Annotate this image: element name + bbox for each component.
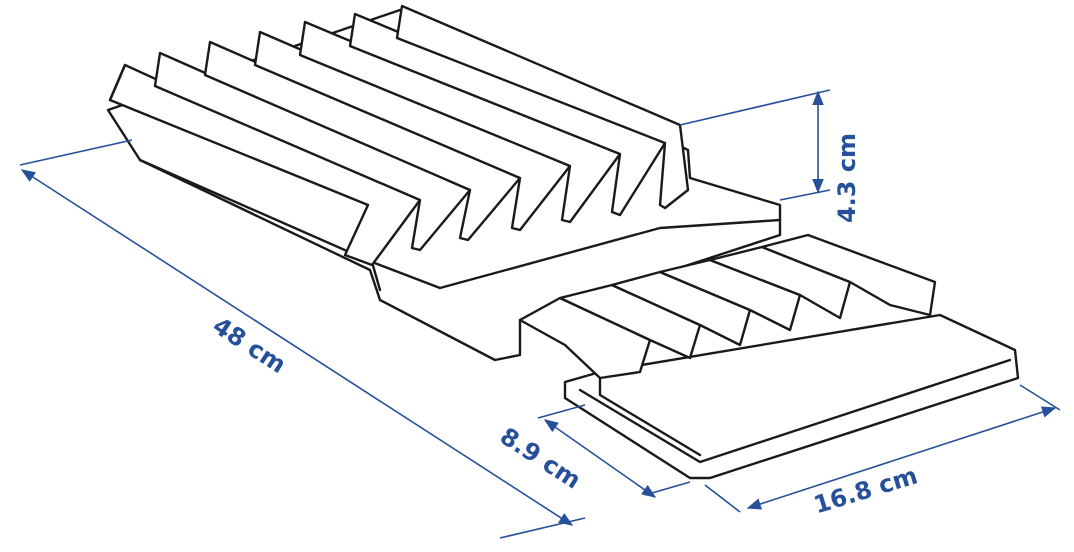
width-dimension-arrow bbox=[746, 406, 1057, 510]
height-extension-line bbox=[679, 89, 831, 126]
small-slot bbox=[760, 233, 937, 317]
height-extension-line bbox=[779, 189, 831, 201]
small-depth-extension-line bbox=[537, 404, 586, 419]
length-extension-line bbox=[499, 517, 586, 539]
small-slot bbox=[610, 270, 752, 347]
small-slot bbox=[708, 245, 852, 320]
small-depth-extension-line bbox=[644, 481, 691, 496]
small-knife-slots bbox=[518, 233, 937, 380]
length-extension-line bbox=[19, 139, 133, 166]
dimension-lines bbox=[19, 89, 1061, 539]
small-slot bbox=[658, 258, 802, 332]
length-dimension-arrow bbox=[20, 169, 574, 526]
width-extension-line bbox=[704, 484, 741, 513]
small-depth-dimension-arrow bbox=[543, 419, 657, 498]
width-extension-line bbox=[1019, 384, 1061, 411]
knife-slot bbox=[395, 4, 690, 210]
small-slot bbox=[558, 283, 702, 360]
length-label: 48 cm bbox=[208, 311, 291, 379]
height-label: 4.3 cm bbox=[833, 133, 861, 223]
